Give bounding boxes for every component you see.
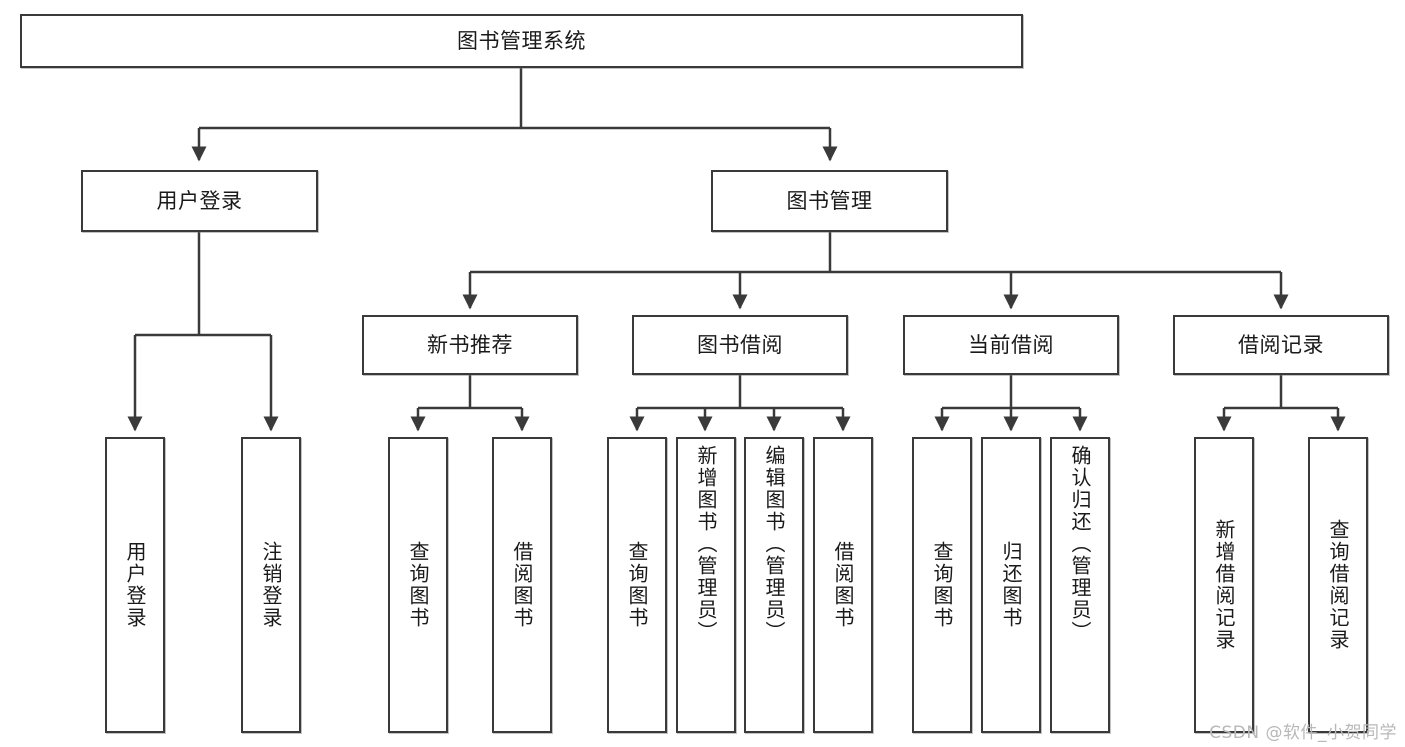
leaf-borrow-query-book[interactable]: 查询图书: [607, 437, 667, 733]
leaf-borrow-add-book-admin[interactable]: 新增图书（管理员）: [676, 437, 736, 733]
node-label: 确认归还（管理员）: [1068, 445, 1092, 643]
node-label: 图书管理系统: [457, 28, 586, 53]
leaf-borrow-edit-book-admin[interactable]: 编辑图书（管理员）: [744, 437, 804, 733]
node-label: 借阅记录: [1238, 332, 1324, 357]
node-label: 新增借阅记录: [1212, 519, 1236, 651]
leaf-recommend-borrow-book[interactable]: 借阅图书: [492, 437, 552, 733]
leaf-user-login-logout[interactable]: 注销登录: [241, 437, 301, 733]
watermark-text: CSDN @软件_小贺同学: [1209, 723, 1397, 743]
leaf-current-confirm-return-admin[interactable]: 确认归还（管理员）: [1050, 437, 1110, 733]
node-user-login[interactable]: 用户登录: [81, 170, 318, 232]
node-label: 借阅图书: [510, 541, 534, 629]
node-book-borrow[interactable]: 图书借阅: [632, 315, 848, 375]
leaf-current-query-book[interactable]: 查询图书: [912, 437, 972, 733]
node-current-borrow[interactable]: 当前借阅: [903, 315, 1119, 375]
leaf-current-return-book[interactable]: 归还图书: [981, 437, 1041, 733]
node-book-management[interactable]: 图书管理: [711, 170, 948, 232]
node-label: 用户登录: [123, 541, 147, 629]
node-label: 图书借阅: [697, 332, 783, 357]
node-label: 当前借阅: [968, 332, 1054, 357]
node-root-system[interactable]: 图书管理系统: [20, 14, 1023, 68]
leaf-borrow-borrow-book[interactable]: 借阅图书: [813, 437, 873, 733]
leaf-recommend-query-book[interactable]: 查询图书: [388, 437, 448, 733]
leaf-record-query-record[interactable]: 查询借阅记录: [1308, 437, 1368, 733]
leaf-user-login-login[interactable]: 用户登录: [105, 437, 165, 733]
node-label: 查询借阅记录: [1326, 519, 1350, 651]
node-label: 新增图书（管理员）: [694, 445, 718, 643]
node-label: 查询图书: [625, 541, 649, 629]
leaf-record-add-record[interactable]: 新增借阅记录: [1194, 437, 1254, 733]
node-label: 用户登录: [156, 188, 243, 213]
node-label: 编辑图书（管理员）: [762, 445, 786, 643]
node-borrow-record[interactable]: 借阅记录: [1173, 315, 1389, 375]
node-label: 新书推荐: [427, 332, 513, 357]
node-label: 注销登录: [259, 541, 283, 629]
node-label: 归还图书: [999, 541, 1023, 629]
node-label: 借阅图书: [831, 541, 855, 629]
node-label: 图书管理: [786, 188, 873, 213]
node-label: 查询图书: [930, 541, 954, 629]
node-label: 查询图书: [406, 541, 430, 629]
node-new-book-recommend[interactable]: 新书推荐: [362, 315, 578, 375]
